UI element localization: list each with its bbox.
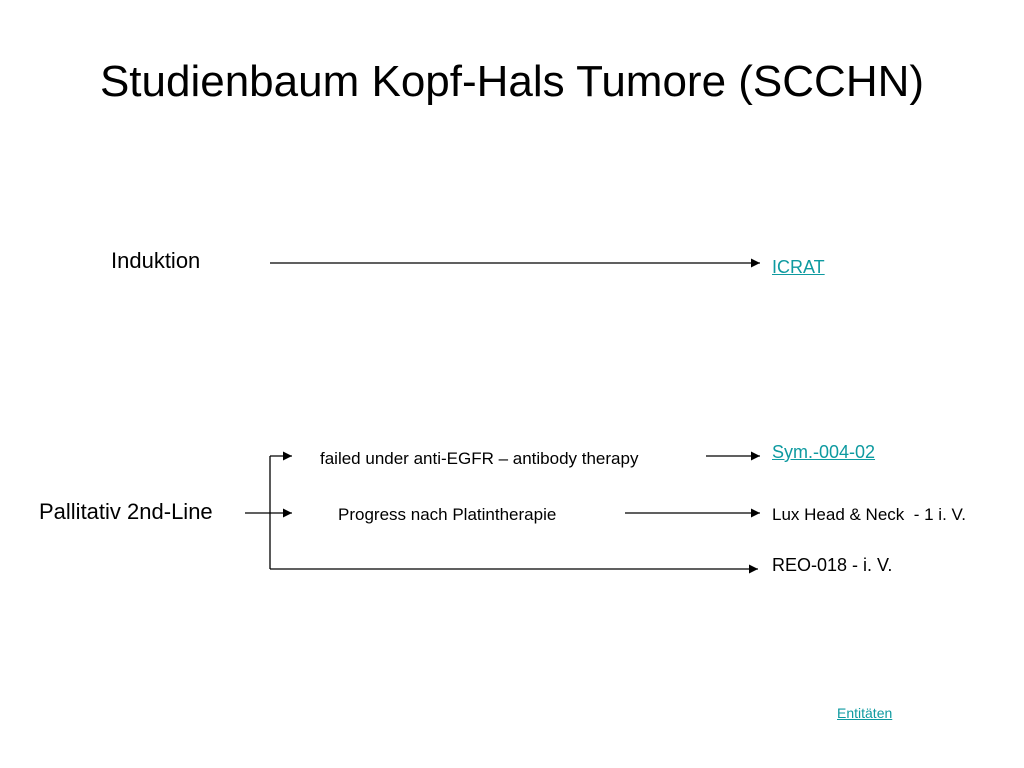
entitaeten-link[interactable]: Entitäten xyxy=(837,705,893,721)
sym-004-02-link[interactable]: Sym.-004-02 xyxy=(772,442,876,462)
condition-platin-progress: Progress nach Platintherapie xyxy=(338,505,557,524)
slide-title: Studienbaum Kopf-Hals Tumore (SCCHN) xyxy=(99,57,925,106)
induction-label: Induktion xyxy=(111,248,201,273)
lux-head-neck-label: Lux Head & Neck - 1 i. V. xyxy=(772,505,967,524)
palliative-label: Pallitativ 2nd-Line xyxy=(39,499,213,524)
reo-018-label: REO-018 - i. V. xyxy=(772,555,893,575)
condition-anti-egfr: failed under anti-EGFR – antibody therap… xyxy=(320,449,639,468)
icrat-link[interactable]: ICRAT xyxy=(772,257,825,277)
